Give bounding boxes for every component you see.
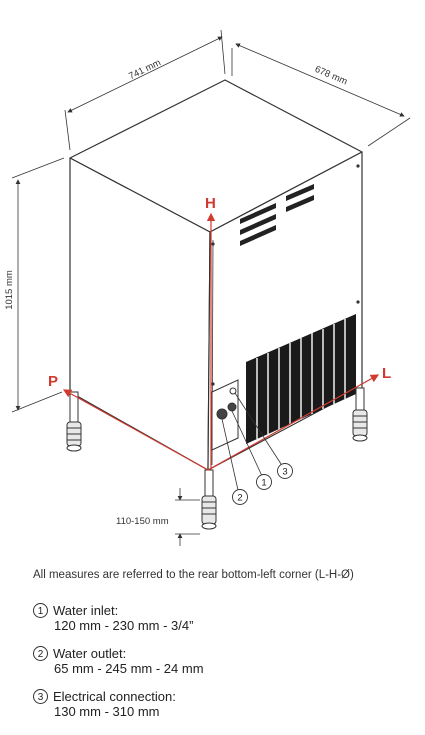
width-dimension [64,29,226,151]
leg-adjust-dimension [175,488,200,546]
leg-left [66,391,82,452]
legend-title: Water inlet: [53,603,119,618]
legend-number: 2 [33,646,48,661]
svg-text:2: 2 [237,493,242,504]
p-axis-line [62,389,209,471]
callout-2: 2 [232,489,248,505]
electrical-fitting [229,387,237,395]
svg-text:3: 3 [282,467,287,478]
condenser-grille [246,314,356,444]
width-dimension-label: 741 mm [127,57,163,82]
leg-right [352,387,368,442]
legend-detail: 65 mm - 245 mm - 24 mm [54,661,204,676]
axis-h-label: H [205,195,216,212]
height-dimension-label: 1015 mm [4,270,15,310]
legend-item-water-outlet: 2 Water outlet: 65 mm - 245 mm - 24 mm [33,646,204,676]
legend-title: Water outlet: [53,646,127,661]
legend-detail: 130 mm - 310 mm [54,704,160,719]
callout-1: 1 [256,474,272,490]
callout-3: 3 [277,463,293,479]
legend-item-electrical-connection: 3 Electrical connection: 130 mm - 310 mm [33,689,176,719]
legend-number: 3 [33,689,48,704]
leg-adjust-label: 110-150 mm [116,516,169,527]
height-dimension [11,157,65,413]
reference-axes [62,212,380,471]
axis-l-label: L [382,365,391,382]
l-axis-line [207,374,380,471]
cabinet-legs [66,387,368,530]
reference-note: All measures are referred to the rear bo… [33,569,354,581]
water-inlet-fitting [216,408,228,420]
svg-text:1: 1 [261,478,266,489]
legend-number: 1 [33,603,48,618]
depth-dimension [231,43,411,147]
water-outlet-fitting [227,402,237,412]
legend-detail: 120 mm - 230 mm - 3/4” [54,618,194,633]
legend-title: Electrical connection: [53,689,176,704]
top-vents [240,184,314,246]
legend-item-water-inlet: 1 Water inlet: 120 mm - 230 mm - 3/4” [33,603,193,633]
depth-dimension-label: 678 mm [313,64,349,88]
leg-front [201,469,217,530]
axis-p-label: P [48,373,58,390]
ice-machine-dimension-diagram: H P L 741 mm 678 mm 1015 mm 110-150 mm 2 [4,29,411,546]
